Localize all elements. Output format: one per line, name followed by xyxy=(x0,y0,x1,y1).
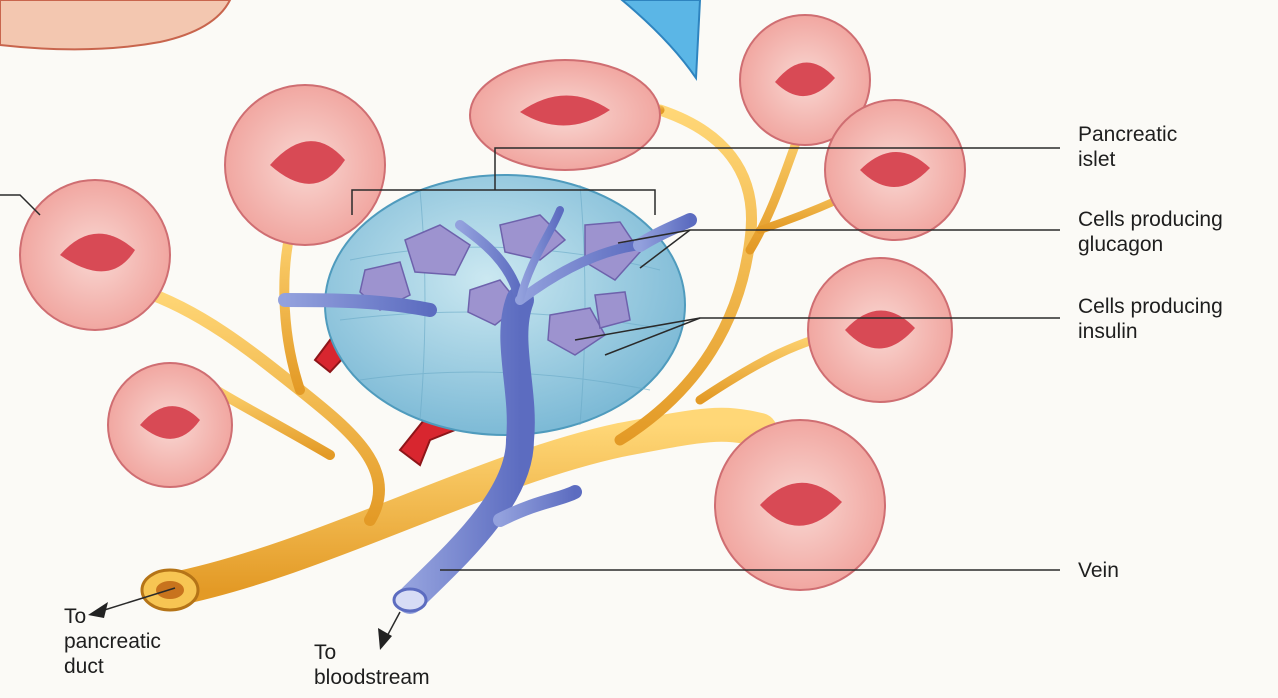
label-pancreatic-islet: Pancreatic islet xyxy=(1078,122,1177,172)
acinus xyxy=(825,100,965,240)
organ-fragment xyxy=(0,0,230,49)
acinus xyxy=(108,363,232,487)
label-insulin-cells: Cells producing insulin xyxy=(1078,294,1223,344)
acinus xyxy=(20,180,170,330)
label-glucagon-cells: Cells producing glucagon xyxy=(1078,207,1223,257)
acinus xyxy=(470,60,660,170)
zoom-pointer xyxy=(622,0,700,78)
label-to-pancreatic-duct: To pancreatic duct xyxy=(64,604,161,679)
vein-opening xyxy=(394,589,426,611)
acinus xyxy=(715,420,885,590)
acinus xyxy=(225,85,385,245)
acinus xyxy=(808,258,952,402)
label-to-bloodstream: To bloodstream xyxy=(314,640,430,690)
label-vein: Vein xyxy=(1078,558,1119,583)
